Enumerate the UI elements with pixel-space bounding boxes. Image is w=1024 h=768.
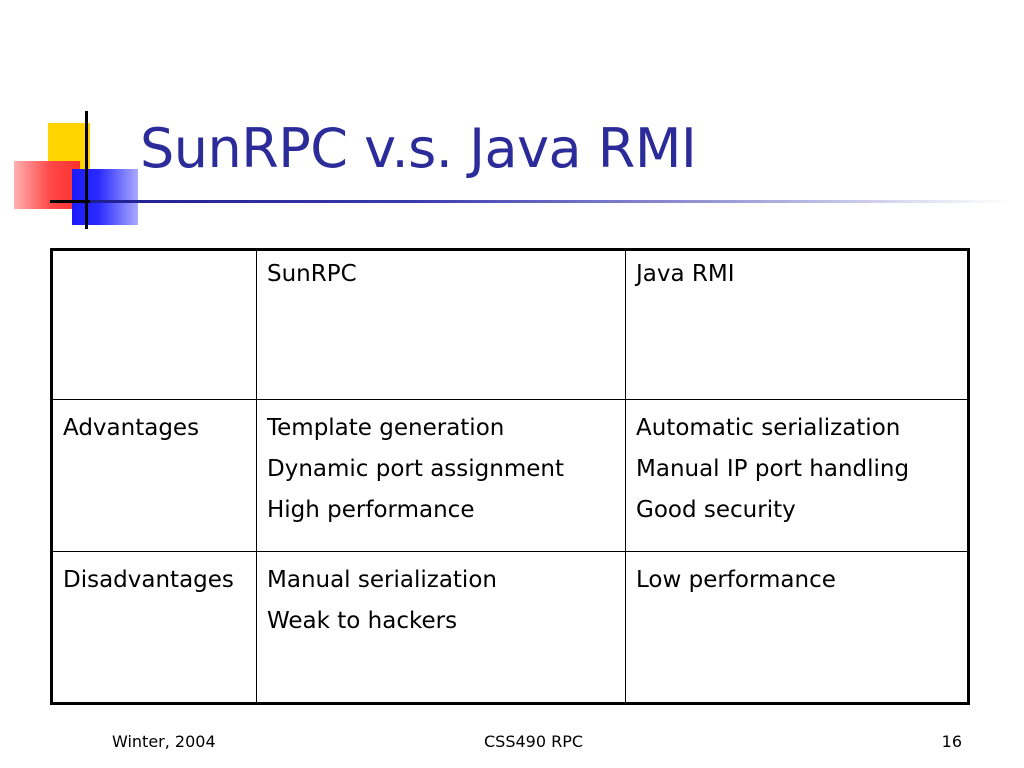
header-cell-empty — [51, 249, 257, 400]
row-label-disadvantages: Disadvantages — [51, 551, 257, 704]
comparison-table: SunRPC Java RMI Advantages Template gene… — [50, 248, 970, 705]
slide-title: SunRPC v.s. Java RMI — [140, 117, 697, 180]
cell-text: High performance — [267, 497, 475, 523]
cell-text: Manual serialization — [267, 567, 497, 593]
row-label-advantages: Advantages — [51, 399, 257, 552]
cell-text: Template generation — [267, 415, 505, 441]
cell-text: Manual IP port handling — [636, 456, 910, 482]
logo-vertical-line — [85, 111, 88, 229]
cell-text: Disadvantages — [63, 567, 234, 593]
cell-sunrpc-advantages: Template generation Dynamic port assignm… — [256, 399, 626, 552]
cell-text: Weak to hackers — [267, 608, 458, 634]
header-cell-javarmi: Java RMI — [625, 249, 969, 400]
header-cell-sunrpc: SunRPC — [256, 249, 626, 400]
corner-logo — [10, 105, 150, 235]
table-row: Advantages Template generation Dynamic p… — [51, 399, 969, 552]
table-header-row: SunRPC Java RMI — [51, 249, 969, 400]
cell-javarmi-advantages: Automatic serialization Manual IP port h… — [625, 399, 969, 552]
cell-sunrpc-disadvantages: Manual serialization Weak to hackers — [256, 551, 626, 704]
table-row: Disadvantages Manual serialization Weak … — [51, 551, 969, 704]
footer-page-number: 16 — [941, 732, 962, 751]
cell-text: Advantages — [63, 415, 200, 441]
cell-text: Dynamic port assignment — [267, 456, 564, 482]
cell-text: Good security — [636, 497, 796, 523]
title-underline — [90, 200, 1010, 203]
cell-javarmi-disadvantages: Low performance — [625, 551, 969, 704]
footer-date: Winter, 2004 — [112, 732, 216, 751]
footer-course: CSS490 RPC — [484, 732, 584, 751]
logo-blue-square — [72, 169, 138, 225]
cell-text: Low performance — [636, 567, 836, 593]
cell-text: Automatic serialization — [636, 415, 901, 441]
